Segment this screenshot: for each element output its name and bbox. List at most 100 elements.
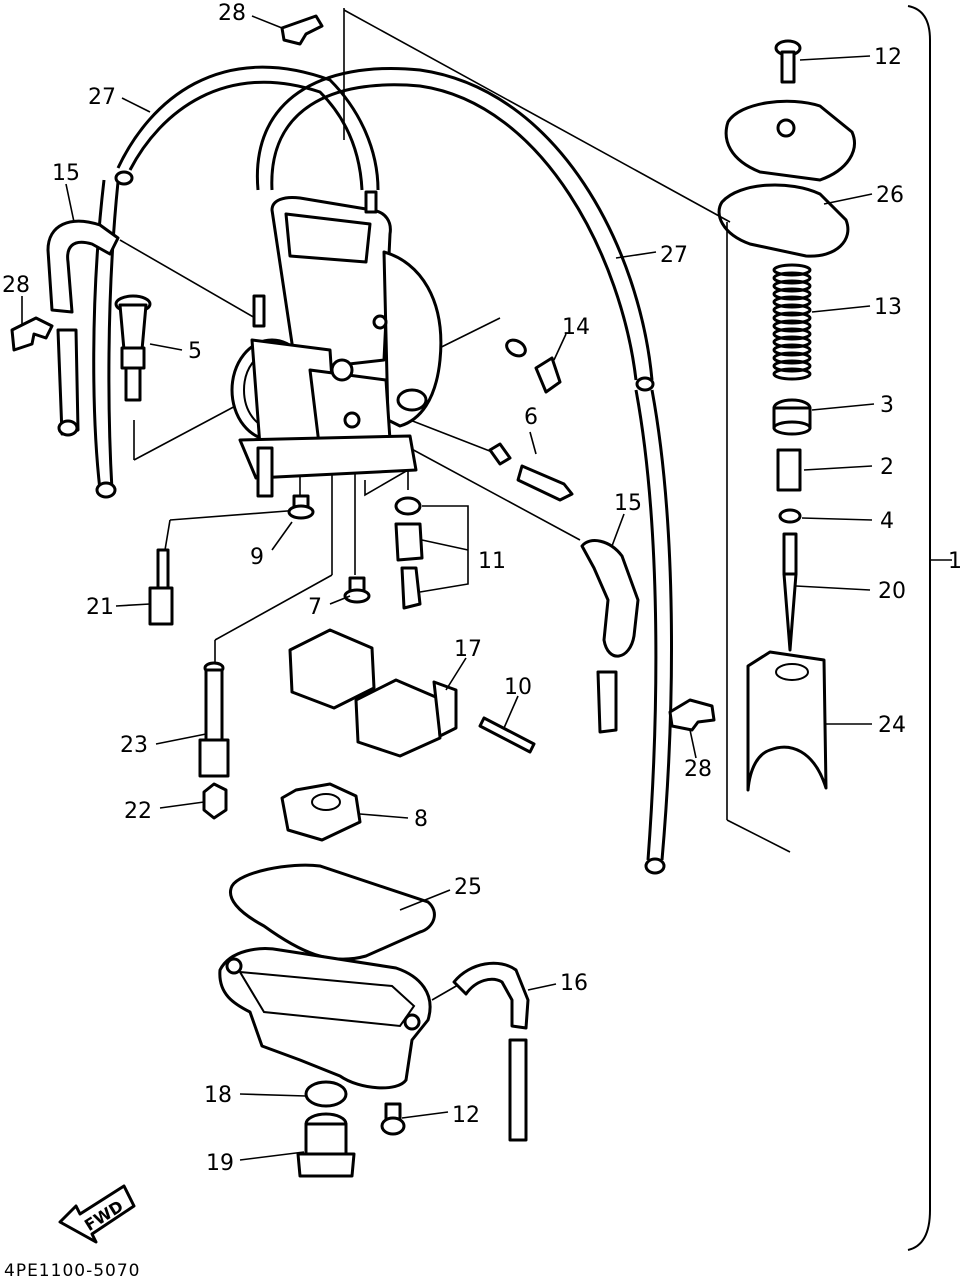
guide-line [169,509,301,521]
callout-leader [801,517,873,521]
spring-coil [772,303,812,317]
vent-hose-left [116,65,380,191]
callout-3: 3 [880,393,894,418]
guide-line [164,519,171,551]
callout-leader [689,729,697,759]
guide-line [409,419,501,456]
callout-27: 27 [660,243,688,268]
jet-needle [782,532,798,652]
needle-clip [778,508,802,524]
callout-9: 9 [250,545,264,570]
callout-leader [811,403,875,411]
callout-16: 16 [560,971,588,996]
guide-line [214,574,333,641]
bowl-screw-12 [380,1102,406,1136]
callout-19: 19 [206,1151,234,1176]
callout-12: 12 [874,45,902,70]
hose-15-left [46,219,120,437]
vent-hose-right [255,67,654,381]
callout-25: 25 [454,875,482,900]
hose-end [114,170,134,186]
spring-coil [772,359,812,373]
callout-13: 13 [874,295,902,320]
callout-leader [359,813,409,819]
callout-leader [553,333,567,361]
callout-leader [329,595,351,605]
guide-line [394,439,581,541]
spring-coil [772,351,812,365]
spring-coil [772,327,812,341]
float [288,628,458,758]
fwd-arrow-icon: FWD [58,1184,136,1244]
callout-leader [823,193,873,205]
spring-coil [772,311,812,325]
throttle-stop-screw [488,442,574,502]
callout-23: 23 [120,733,148,758]
float-bowl-gasket [229,863,436,961]
callout-24: 24 [878,713,906,738]
guide-line [431,984,459,1001]
needle-holder [776,448,802,492]
pilot-screw [505,338,562,394]
spring-coil [772,335,812,349]
o-ring [304,1080,348,1108]
callout-11: 11 [478,549,506,574]
callout-leader [795,585,871,591]
hose-end [644,857,666,875]
callout-5: 5 [188,339,202,364]
float-pin [478,716,536,754]
callout-leader [529,431,537,455]
callout-7: 7 [308,595,322,620]
callout-leader [421,539,469,551]
throttle-valve [746,650,828,792]
drain-plug [296,1112,356,1178]
cover-gasket [717,183,850,258]
hose-clip-28-left [10,316,54,352]
float-bowl [218,947,432,1090]
callout-leader [239,1093,307,1097]
callout-10: 10 [504,675,532,700]
callout-2: 2 [880,455,894,480]
callout-leader [445,657,467,691]
callout-leader [615,251,657,259]
callout-22: 22 [124,799,152,824]
callout-27: 27 [88,85,116,110]
callout-leader [611,513,625,547]
callout-12: 12 [452,1103,480,1128]
spring-coil [772,367,812,381]
baffle-plate [280,782,362,842]
drawing-code: 4PE1100-5070 [4,1261,140,1280]
needle-valve-set [394,496,424,610]
callout-26: 26 [876,183,904,208]
callout-leader [159,801,205,809]
throttle-valve-spring [772,263,812,381]
callout-leader [155,733,207,745]
carburetor-body [230,190,443,498]
assembly-bracket [907,5,931,1251]
callout-leader [239,1151,305,1161]
needle-jet [198,661,230,778]
guide-line [119,239,263,323]
vent-hose-left [128,80,364,191]
callout-15: 15 [52,161,80,186]
callout-4: 4 [880,509,894,534]
spring-coil [772,343,812,357]
callout-leader [149,343,183,351]
callout-leader [419,505,469,593]
callout-15: 15 [614,491,642,516]
callout-28: 28 [218,1,246,26]
guide-line [364,468,409,497]
spring-seat [772,398,812,436]
overflow-hose [452,961,530,1142]
spring-coil [772,287,812,301]
spring-coil [772,319,812,333]
main-jet [202,782,228,820]
callout-leader [811,305,871,313]
guide-line [726,819,791,853]
callout-28: 28 [2,273,30,298]
vent-hose-right-lower [634,389,673,861]
callout-leader [115,603,151,607]
callout-leader [121,97,151,113]
spring-coil [772,295,812,309]
